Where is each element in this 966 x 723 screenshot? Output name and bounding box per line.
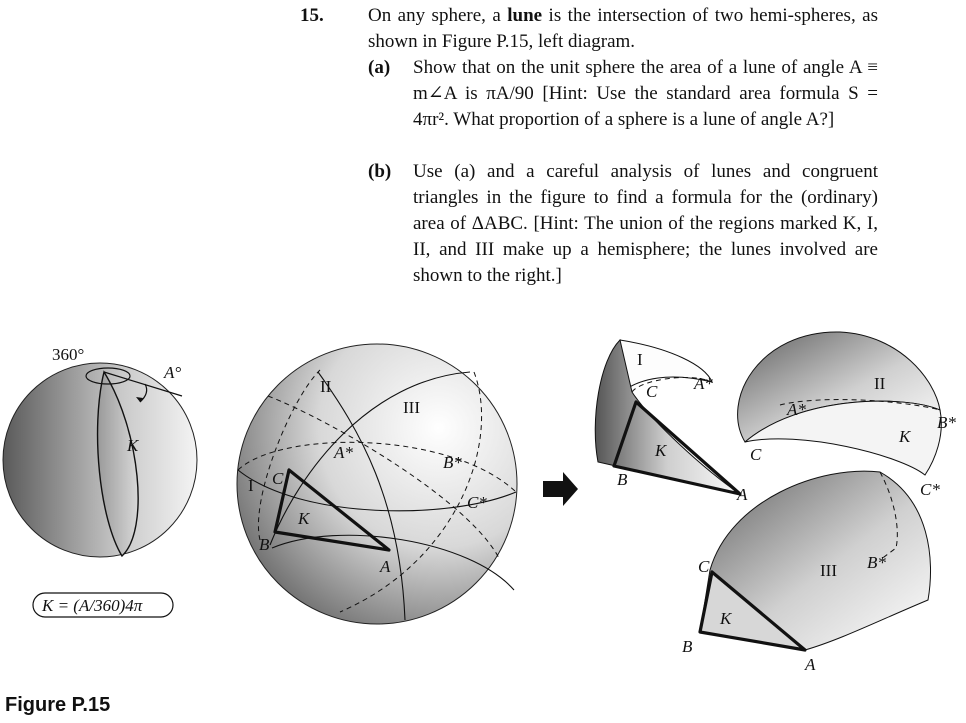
lune-i-back-edge — [631, 376, 713, 393]
great-circle-front-1 — [237, 469, 517, 512]
label-b-iii: B — [682, 637, 693, 656]
label-a-i: A — [736, 485, 748, 504]
arrowhead-icon — [136, 397, 143, 402]
label-360: 360° — [52, 345, 84, 364]
formula-text: K = (A/360)4π — [41, 596, 143, 615]
label-cstar-mid: C* — [467, 493, 487, 512]
label-bstar-mid: B* — [443, 453, 462, 472]
triangle-k-piece-i — [612, 400, 742, 496]
great-circle-back-4 — [258, 369, 321, 541]
problem-number: 15. — [300, 5, 324, 26]
label-k-iii: K — [719, 609, 733, 628]
label-iii-mid: III — [403, 398, 420, 417]
label-ii-mid: II — [320, 377, 332, 396]
label-lune-angle: A° — [163, 363, 181, 382]
label-bstar-iii: B* — [867, 553, 886, 572]
label-cstar-top: C* — [920, 480, 940, 499]
lune-ii-back-edge — [779, 399, 941, 411]
formula-box — [32, 592, 174, 618]
lune-piece-ii: II A* B* K C K — [737, 331, 956, 476]
great-circle-back-1 — [237, 441, 517, 493]
label-a-iii: A — [804, 655, 816, 674]
left-sphere: 360° A° K K = (A/360)4π — [2, 345, 198, 618]
great-circle-back-3 — [339, 371, 483, 613]
hemisphere-piece-iii: III B* C K B A — [682, 470, 932, 674]
middle-sphere-body — [236, 343, 518, 625]
label-k-ii: K — [898, 427, 912, 446]
figure-caption: Figure P.15 — [5, 694, 111, 716]
label-i-piece: I — [637, 350, 643, 369]
part-a-text: Show that on the unit sphere the area of… — [413, 57, 878, 130]
label-astar-ii: A* — [786, 400, 806, 419]
label-iii-piece: III — [820, 561, 837, 580]
lune-ii-front — [744, 400, 942, 476]
label-k-mid: K — [297, 509, 311, 528]
label-k-i: K — [654, 441, 668, 460]
hemisphere-iii-back-edge — [879, 471, 898, 561]
part-a-label: (a) — [368, 57, 391, 78]
triangle-k-piece-iii — [698, 570, 807, 652]
360-degree-ellipse — [85, 367, 131, 385]
hemisphere-iii-body — [699, 470, 932, 651]
label-ii-piece: II — [874, 374, 886, 393]
problem-intro: On any sphere, a lune is the intersectio… — [368, 5, 878, 52]
part-b-text: Use (a) and a careful analysis of lunes … — [413, 161, 878, 286]
label-c-iii: C — [698, 557, 710, 576]
label-k-left: K — [126, 436, 140, 455]
part-b-label: (b) — [368, 161, 392, 182]
label-c-mid: C — [272, 469, 284, 488]
label-astar-mid: A* — [333, 443, 353, 462]
great-circle-front-4 — [317, 371, 406, 621]
lune-angle-ray — [103, 371, 183, 397]
lune-k-shape — [96, 370, 139, 558]
term-lune: lune — [507, 5, 543, 26]
label-b-mid: B — [259, 535, 270, 554]
label-a-mid: A — [379, 557, 391, 576]
lune-angle-arc — [139, 383, 148, 403]
middle-sphere: II III I K A* B* C* A B C — [236, 343, 518, 625]
label-c-ii: C — [750, 445, 762, 464]
great-circle-back-2 — [267, 395, 501, 561]
label-i-mid: I — [248, 476, 254, 495]
right-arrow-icon — [543, 472, 578, 506]
label-bstar-ii: B* — [937, 413, 956, 432]
lune-piece-i: I A* C K B A — [594, 339, 748, 504]
label-astar-i: A* — [693, 374, 713, 393]
great-circle-front-2 — [271, 534, 515, 591]
label-c-i: C — [646, 382, 658, 401]
label-b-i: B — [617, 470, 628, 489]
triangle-abc — [273, 468, 391, 552]
